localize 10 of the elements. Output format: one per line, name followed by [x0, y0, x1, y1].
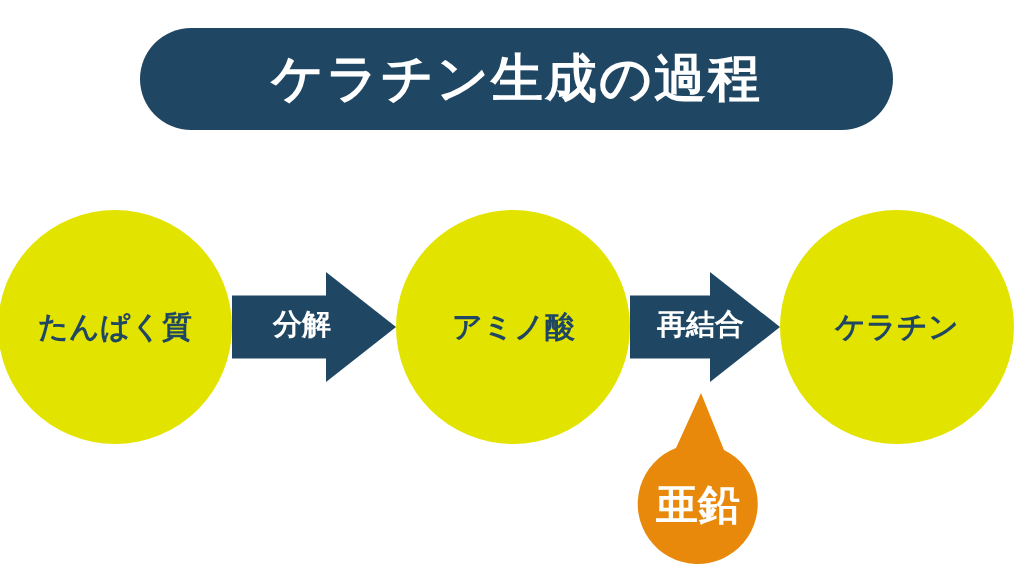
- block-arrow: [630, 272, 780, 382]
- block-arrow: [232, 272, 396, 382]
- node-label: 亜鉛: [656, 479, 740, 531]
- edge-label: 再結合: [656, 306, 744, 343]
- node-label: アミノ酸: [451, 307, 575, 346]
- edge-label: 分解: [273, 306, 331, 343]
- callout-bubble: [637, 393, 759, 565]
- title-text: ケラチン生成の過程: [271, 47, 762, 110]
- node-label: ケラチン: [835, 307, 959, 346]
- node-label: たんぱく質: [38, 307, 192, 346]
